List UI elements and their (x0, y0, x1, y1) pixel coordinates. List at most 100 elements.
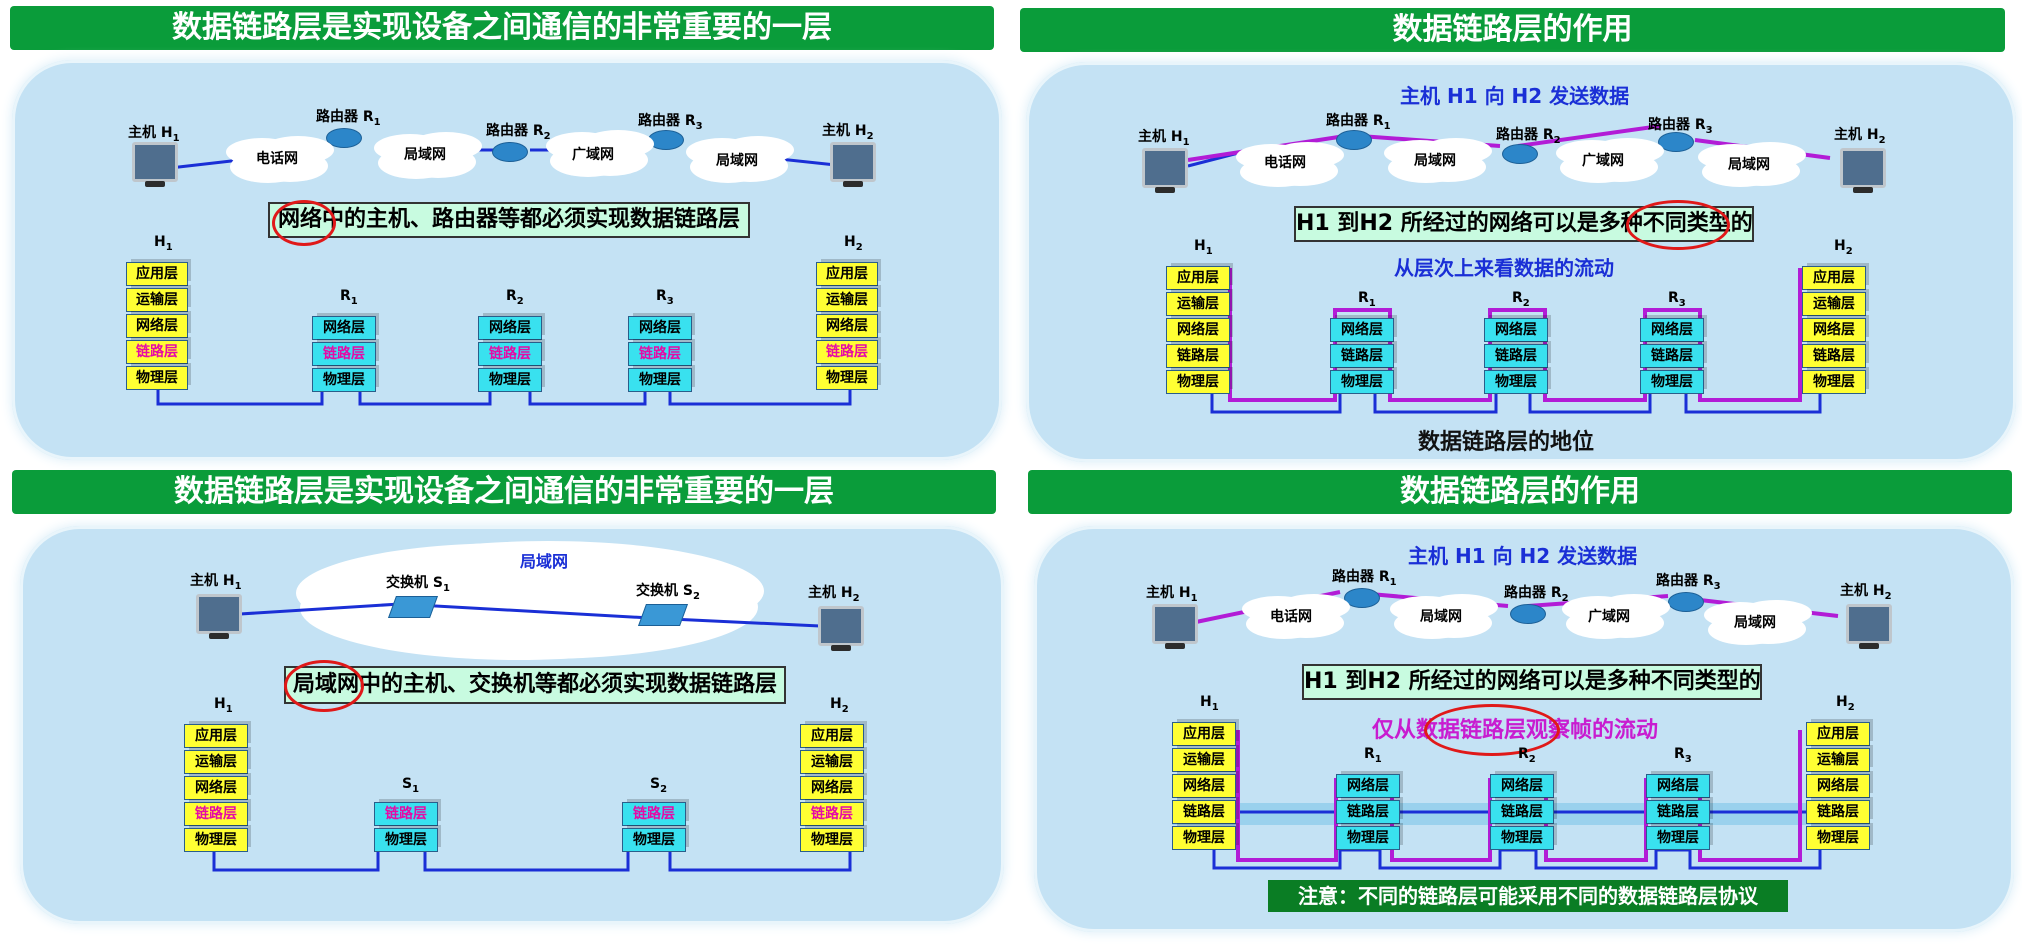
router-r2-icon (492, 142, 528, 162)
stack-h1: 应用层 运输层 网络层 链路层 物理层 (1166, 266, 1230, 394)
panel4-statement-band: H1 到H2 所经过的网络可以是多种不同类型的 (1302, 664, 1762, 700)
stack-r3-label: R3 (656, 288, 674, 307)
panel4-highlight-ellipse (1424, 704, 1560, 756)
layer-link: 链路层 (1330, 344, 1394, 368)
stack-s2-label: S2 (650, 776, 668, 795)
layer-network: 网络层 (816, 314, 878, 338)
layer-physical: 物理层 (622, 828, 686, 852)
stack-r2: 网络层 链路层 物理层 (478, 316, 542, 392)
stack-h2-label: H2 (844, 234, 863, 253)
cloud-lan-2 (1718, 604, 1798, 638)
host-h2-icon (1840, 148, 1886, 193)
layer-link: 链路层 (1172, 800, 1236, 824)
layer-physical: 物理层 (628, 368, 692, 392)
cloud-lan-2-label: 局域网 (1728, 157, 1770, 173)
layer-physical: 物理层 (1172, 826, 1236, 850)
layer-link: 链路层 (1802, 344, 1866, 368)
layer-transport: 运输层 (816, 288, 878, 312)
layer-network: 网络层 (1172, 774, 1236, 798)
layer-network: 网络层 (478, 316, 542, 340)
cloud-lan-2 (1712, 146, 1792, 180)
stack-r2-label: R2 (506, 288, 524, 307)
layer-transport: 运输层 (126, 288, 188, 312)
layer-link: 链路层 (1484, 344, 1548, 368)
panel2-highlight-ellipse (1626, 200, 1730, 250)
stack-h2-label: H2 (1836, 694, 1855, 713)
layer-application: 应用层 (126, 262, 188, 286)
router-r2-label: 路由器 R2 (486, 123, 551, 142)
layer-transport: 运输层 (1806, 748, 1870, 772)
stack-r3-label: R3 (1674, 746, 1692, 765)
layer-network: 网络层 (628, 316, 692, 340)
host-h1-icon (1142, 148, 1188, 193)
router-r1-icon (1336, 130, 1372, 150)
stack-r1: 网络层 链路层 物理层 (1336, 774, 1400, 850)
layer-network: 网络层 (1806, 774, 1870, 798)
cloud-lan-1 (388, 136, 468, 172)
host-h1-label: 主机 H1 (1146, 585, 1198, 604)
host-h2-icon (830, 142, 876, 187)
layer-link: 链路层 (622, 802, 686, 826)
panel2-bottom-caption: 数据链路层的地位 (1418, 430, 1595, 455)
host-h1-icon (132, 142, 178, 187)
router-r1-icon (1344, 588, 1380, 608)
stack-r2: 网络层 链路层 物理层 (1490, 774, 1554, 850)
host-h2-label: 主机 H2 (808, 585, 860, 604)
layer-link: 链路层 (816, 340, 878, 364)
router-r3-icon (1658, 132, 1694, 152)
cloud-lan-1-label: 局域网 (1420, 609, 1462, 625)
stack-r2-label: R2 (1518, 746, 1536, 765)
layer-network: 网络层 (1490, 774, 1554, 798)
panel1-statement-band: 网络中的主机、路由器等都必须实现数据链路层 (268, 202, 750, 238)
panel1-highlight-ellipse (272, 200, 336, 246)
layer-link: 链路层 (126, 340, 188, 364)
layer-application: 应用层 (1166, 266, 1230, 290)
lan-label: 局域网 (520, 552, 569, 571)
router-r1-icon (326, 128, 362, 148)
stack-r3: 网络层 链路层 物理层 (628, 316, 692, 392)
cloud-wan (1570, 142, 1650, 176)
layer-transport: 运输层 (800, 750, 864, 774)
layer-transport: 运输层 (1802, 292, 1866, 316)
router-r1-label: 路由器 R1 (316, 109, 381, 128)
host-h1-icon (196, 594, 242, 639)
panel4-title: 数据链路层的作用 (1028, 470, 2012, 514)
cloud-wan (560, 134, 640, 170)
host-h2-label: 主机 H2 (822, 123, 874, 142)
cloud-phone-net (1256, 598, 1336, 632)
host-h1-label: 主机 H1 (1138, 129, 1190, 148)
layer-physical: 物理层 (184, 828, 248, 852)
stack-r3: 网络层 链路层 物理层 (1640, 318, 1704, 394)
layer-physical: 物理层 (126, 366, 188, 390)
layer-application: 应用层 (184, 724, 248, 748)
stack-h1: 应用层 运输层 网络层 链路层 物理层 (126, 262, 188, 390)
layer-network: 网络层 (1336, 774, 1400, 798)
stack-s1-label: S1 (402, 776, 420, 795)
stack-h2: 应用层 运输层 网络层 链路层 物理层 (816, 262, 878, 390)
layer-link: 链路层 (1806, 800, 1870, 824)
layer-network: 网络层 (126, 314, 188, 338)
layer-physical: 物理层 (312, 368, 376, 392)
layer-physical: 物理层 (1646, 826, 1710, 850)
layer-physical: 物理层 (1806, 826, 1870, 850)
router-r3-icon (1668, 592, 1704, 612)
stack-h1-label: H1 (214, 696, 233, 715)
router-r2-icon (1502, 144, 1538, 164)
layer-link: 链路层 (478, 342, 542, 366)
panel3-highlight-ellipse (284, 660, 364, 712)
layer-application: 应用层 (1802, 266, 1866, 290)
cloud-lan-2-label: 局域网 (716, 153, 758, 169)
router-r3-label: 路由器 R3 (638, 113, 703, 132)
layer-link: 链路层 (1336, 800, 1400, 824)
cloud-lan-2 (700, 140, 780, 176)
stack-h2: 应用层 运输层 网络层 链路层 物理层 (1802, 266, 1866, 394)
panel2-board (1026, 62, 2016, 462)
layer-physical: 物理层 (478, 368, 542, 392)
layer-network: 网络层 (1484, 318, 1548, 342)
layer-link: 链路层 (1490, 800, 1554, 824)
layer-network: 网络层 (1802, 318, 1866, 342)
layer-link: 链路层 (1640, 344, 1704, 368)
switch-s2-label: 交换机 S2 (636, 583, 700, 602)
stack-r2: 网络层 链路层 物理层 (1484, 318, 1548, 394)
cloud-phone-net (240, 140, 320, 176)
